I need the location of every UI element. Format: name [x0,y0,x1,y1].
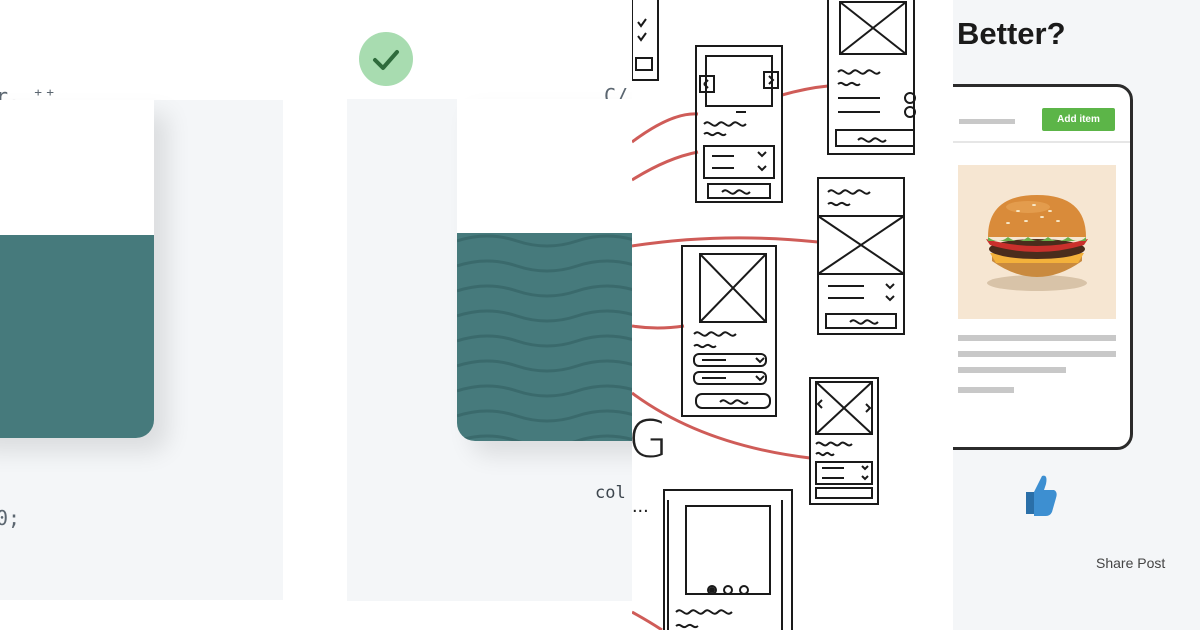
panel-code-card-plain: r. ⁺⁺ 0; [0,0,300,630]
card-teal-footer [0,235,154,438]
header-placeholder-line [959,119,1015,124]
code-fragment-bottom: col [595,483,626,503]
product-image [958,165,1116,319]
burger-icon [986,195,1088,291]
sketch-letter: G [632,410,669,470]
panel-wireframe-sketches: G ... [632,0,953,630]
add-item-button[interactable]: Add item [1042,108,1115,131]
text-placeholder-line [958,335,1116,341]
panel-code-card-wavy: C/ col [300,0,632,630]
phone-mockup: Add item [953,84,1133,450]
preview-card [0,100,154,438]
ellipsis-text: ... [632,495,649,517]
thumbs-up-icon[interactable] [1020,470,1060,520]
preview-card [457,99,632,441]
header-divider [953,141,1130,143]
wave-pattern [457,234,632,441]
panel-title: Better? [957,16,1066,51]
share-post-link[interactable]: Share Post [1096,555,1166,571]
text-placeholder-line [958,387,1014,393]
text-placeholder-line [958,367,1066,373]
text-placeholder-line [958,351,1116,357]
wireframe-sketch [632,0,916,630]
card-wavy-footer [457,233,632,441]
panel-app-mockup: Better? Add item [953,0,1200,630]
code-fragment-bottom: 0; [0,506,21,530]
checkmark-icon [359,32,413,86]
